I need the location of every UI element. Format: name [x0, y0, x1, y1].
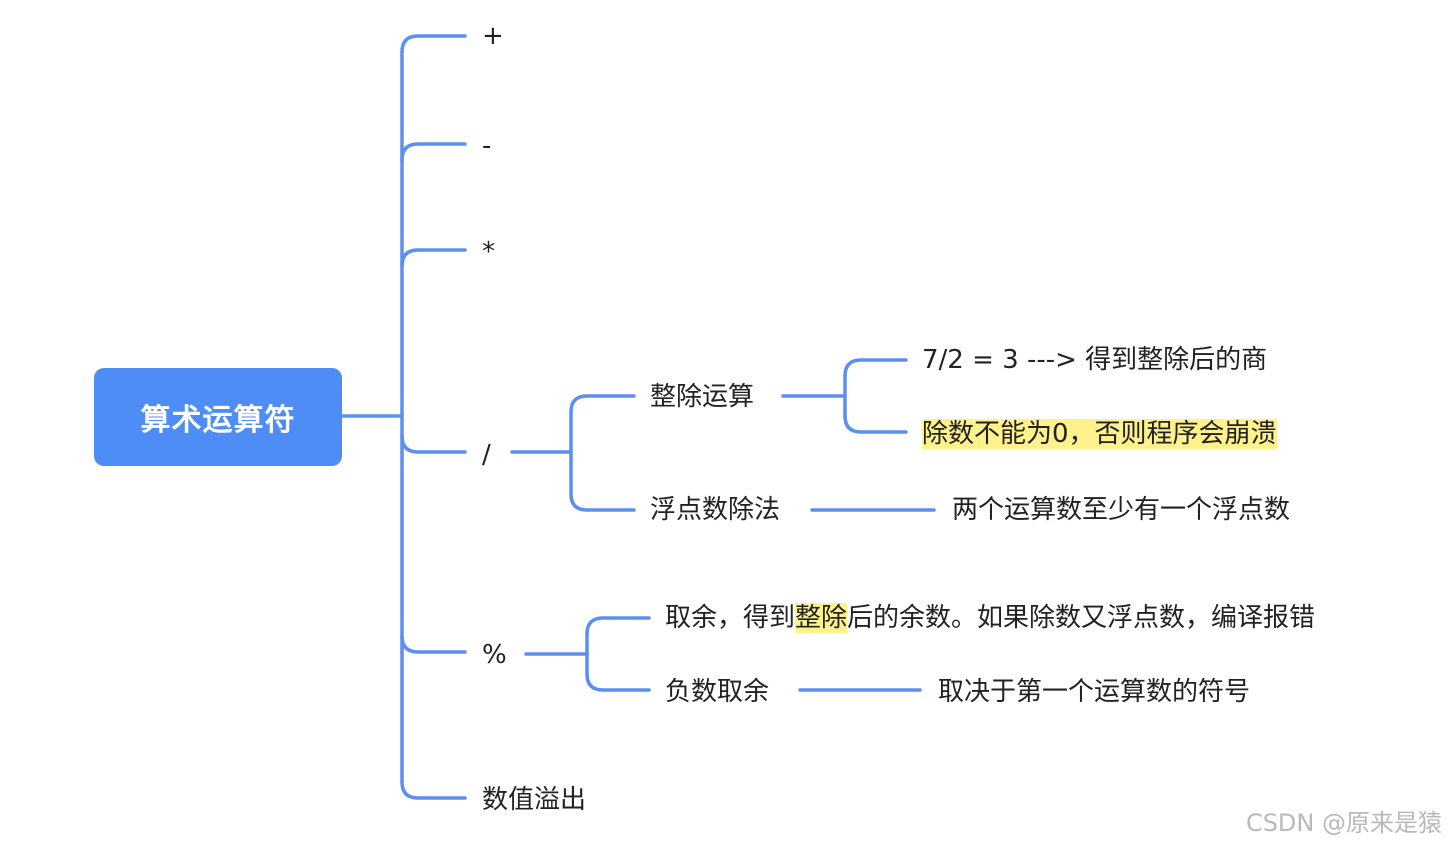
- modulo-description-after: 后的余数。如果除数又浮点数，编译报错: [847, 603, 1316, 633]
- node-float-note: 两个运算数至少有一个浮点数: [952, 495, 1291, 525]
- branch-modulo-description: [585, 616, 651, 636]
- node-multiply: *: [482, 237, 495, 267]
- node-modulo-description: 取余，得到整除后的余数。如果除数又浮点数，编译报错: [665, 601, 1315, 635]
- node-integer-example: 7/2 = 3 ---> 得到整除后的商: [922, 345, 1268, 375]
- branch-modulo: [400, 634, 467, 654]
- watermark: CSDN @原来是猿: [1245, 809, 1442, 837]
- branch-float-division: [569, 492, 636, 512]
- node-divide: /: [482, 440, 491, 470]
- node-integer-division: 整除运算: [650, 382, 755, 412]
- node-modulo: %: [482, 640, 507, 670]
- branch-plus: [400, 34, 467, 54]
- root-node: 算术运算符: [94, 368, 342, 466]
- warning-highlight: 除数不能为0，否则程序会崩溃: [922, 419, 1277, 449]
- node-minus: -: [482, 131, 492, 161]
- branch-overflow: [400, 780, 467, 800]
- branch-minus: [400, 142, 467, 162]
- node-overflow: 数值溢出: [482, 785, 587, 815]
- branch-integer-warning: [843, 414, 908, 434]
- root-label: 算术运算符: [140, 403, 296, 438]
- node-float-division: 浮点数除法: [650, 495, 781, 525]
- branch-multiply: [400, 248, 467, 268]
- branch-integer-division: [569, 394, 636, 414]
- branch-divide: [400, 434, 467, 454]
- node-negative-note: 取决于第一个运算数的符号: [938, 677, 1251, 707]
- node-integer-warning: 除数不能为0，否则程序会崩溃: [922, 417, 1277, 451]
- branch-negative-modulo: [585, 672, 651, 692]
- node-negative-modulo: 负数取余: [665, 677, 770, 707]
- branch-integer-example: [843, 358, 908, 378]
- modulo-description-before: 取余，得到: [665, 603, 796, 633]
- node-plus: +: [482, 21, 504, 51]
- modulo-description-highlight: 整除: [795, 603, 848, 633]
